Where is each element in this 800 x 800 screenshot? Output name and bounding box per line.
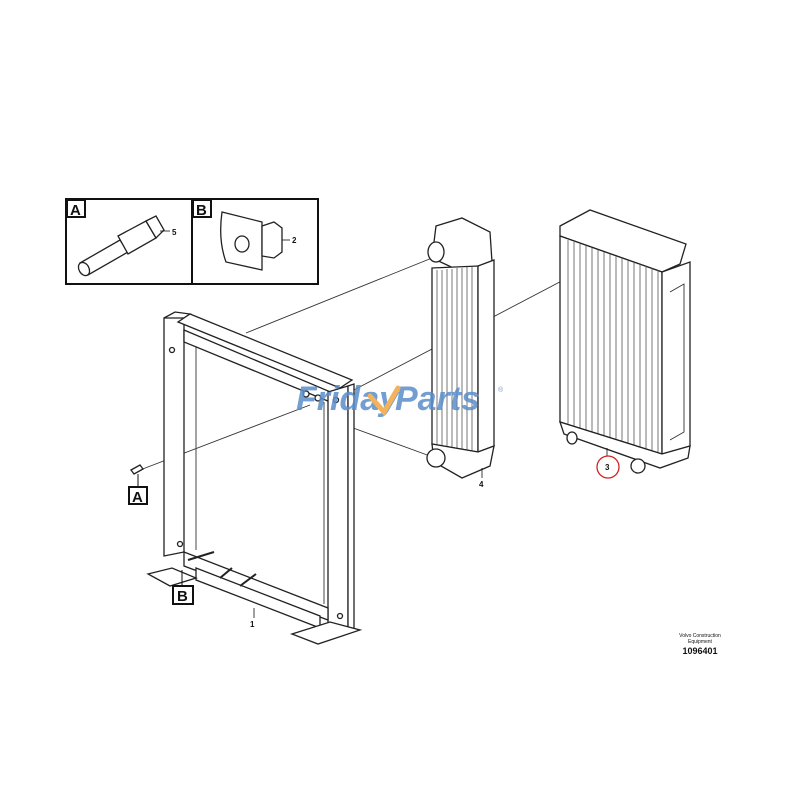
intercooler-drawing: 4 [426,217,495,489]
drawing-number: 1096401 [682,646,718,656]
radiator-fins [567,240,659,453]
callout-3: 3 [605,463,610,472]
radiator-drawing: 3 [558,209,691,479]
callout-4: 4 [479,480,484,489]
checkmark-icon [367,385,401,417]
detail-b-label: B [192,199,212,219]
watermark-logo: Friday Parts ® [296,380,504,418]
explosion-lines [139,257,597,471]
fitting-drawing: 5 [77,215,177,277]
detail-box-group: A B 5 2 [65,198,319,285]
detail-a-label: A [66,199,86,219]
credit-line1: Volvo Construction [679,633,721,639]
svg-text:Parts: Parts [395,380,480,418]
svg-text:®: ® [498,386,504,394]
highlight-circle [596,455,620,479]
reference-marker-a: A [128,464,148,506]
support-frame-drawing: 1 [146,311,363,645]
reference-marker-b: B [172,570,194,605]
drawing-credit: Volvo Construction Equipment 1096401 [650,633,750,656]
svg-text:B: B [177,588,188,605]
svg-text:2: 2 [292,236,297,245]
mount-drawing: 2 [220,211,297,271]
svg-text:5: 5 [172,228,177,237]
svg-text:A: A [70,202,81,219]
svg-text:B: B [196,202,207,219]
callout-1: 1 [250,620,255,629]
svg-text:A: A [132,489,143,506]
credit-line2: Equipment [688,639,712,645]
intercooler-fins [436,267,473,451]
